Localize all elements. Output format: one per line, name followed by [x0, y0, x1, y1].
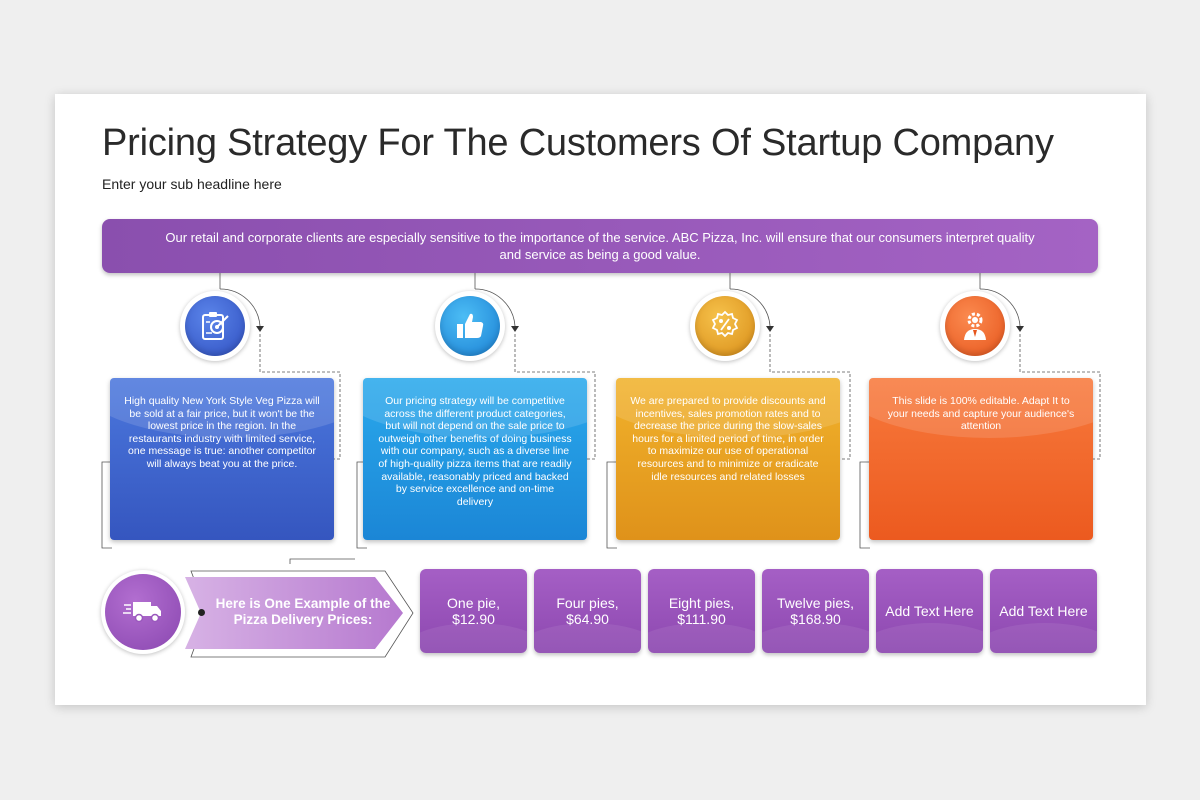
price-box-4: Twelve pies, $168.90 — [762, 569, 869, 653]
price-text: One pie, $12.90 — [447, 595, 500, 627]
price-box-6: Add Text Here — [990, 569, 1097, 653]
slide: Pricing Strategy For The Customers Of St… — [55, 94, 1146, 705]
delivery-arrow — [185, 570, 414, 658]
delivery-truck-icon — [101, 570, 185, 654]
target-clipboard-glyph — [202, 312, 229, 340]
card-text: We are prepared to provide discounts and… — [630, 395, 826, 483]
percent-badge-glyph — [711, 310, 739, 338]
price-text: Twelve pies, $168.90 — [776, 595, 855, 627]
strategy-card-4: This slide is 100% editable. Adapt It to… — [869, 378, 1093, 540]
delivery-label: Here is One Example of the Pizza Deliver… — [215, 596, 391, 627]
price-text: Eight pies, $111.90 — [668, 595, 735, 627]
thumbs-up-glyph — [457, 313, 484, 338]
price-text: Add Text Here — [885, 603, 974, 619]
card-text: High quality New York Style Veg Pizza wi… — [124, 395, 320, 470]
banner-text: Our retail and corporate clients are esp… — [165, 230, 1035, 262]
strategy-card-2: Our pricing strategy will be competitive… — [363, 378, 587, 540]
strategy-card-1: High quality New York Style Veg Pizza wi… — [110, 378, 334, 540]
delivery-truck-glyph — [123, 602, 161, 623]
price-box-3: Eight pies, $111.90 — [648, 569, 755, 653]
price-text: Add Text Here — [999, 603, 1088, 619]
gear-person-glyph — [964, 312, 986, 340]
bullet-dot — [198, 609, 205, 616]
price-box-1: One pie, $12.90 — [420, 569, 527, 653]
price-box-5: Add Text Here — [876, 569, 983, 653]
price-box-2: Four pies, $64.90 — [534, 569, 641, 653]
strategy-card-3: We are prepared to provide discounts and… — [616, 378, 840, 540]
gear-person-icon — [940, 291, 1010, 361]
thumbs-up-icon — [435, 291, 505, 361]
page-subtitle: Enter your sub headline here — [102, 176, 282, 192]
card-text: Our pricing strategy will be competitive… — [378, 395, 572, 508]
card-text: This slide is 100% editable. Adapt It to… — [887, 395, 1075, 433]
page-title: Pricing Strategy For The Customers Of St… — [102, 122, 1054, 164]
price-text: Four pies, $64.90 — [556, 595, 619, 627]
intro-banner: Our retail and corporate clients are esp… — [102, 219, 1098, 273]
target-clipboard-icon — [180, 291, 250, 361]
percent-badge-icon — [690, 291, 760, 361]
